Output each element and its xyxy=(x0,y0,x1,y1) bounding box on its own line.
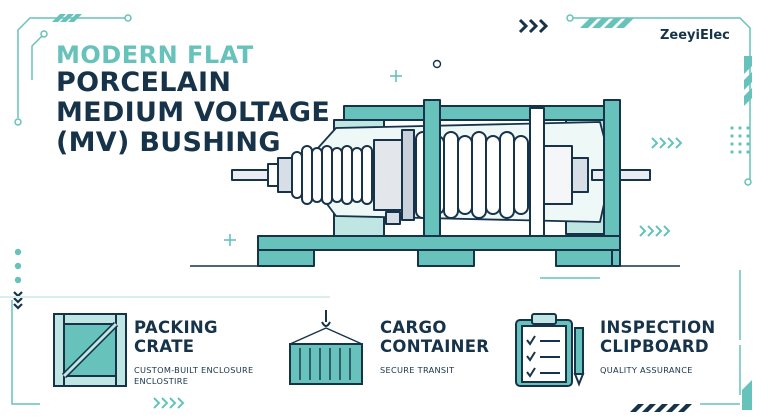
feature-subtitle: CUSTOM-BUILT ENCLOSURE ENCLOSTIRE xyxy=(134,365,254,387)
page-title: MODERN FLAT PORCELAIN MEDIUM VOLTAGE (MV… xyxy=(56,42,330,158)
title-line-1: MODERN FLAT xyxy=(56,41,254,69)
title-line-4: (MV) BUSHING xyxy=(56,127,281,158)
feature-subtitle: QUALITY ASSURANCE xyxy=(600,365,716,376)
feature-title: PACKING xyxy=(134,318,218,337)
feature-title: CONTAINER xyxy=(380,337,490,356)
title-line-3: MEDIUM VOLTAGE xyxy=(56,97,331,128)
title-line-2: PORCELAIN xyxy=(56,67,232,98)
feature-title: INSPECTION xyxy=(600,318,716,337)
feature-subtitle-line: SECURE TRANSIT xyxy=(380,365,455,375)
packing-crate-icon xyxy=(53,313,127,387)
feature-subtitle: SECURE TRANSIT xyxy=(380,365,489,376)
feature-inspection-clipboard: INSPECTION CLIPBOARD QUALITY ASSURANCE xyxy=(600,318,716,376)
feature-subtitle-line: CUSTOM-BUILT ENCLOSURE xyxy=(134,365,254,375)
feature-cargo-container: CARGO CONTAINER SECURE TRANSIT xyxy=(380,318,489,376)
feature-packing-crate: PACKING CRATE CUSTOM-BUILT ENCLOSURE ENC… xyxy=(134,318,254,387)
feature-subtitle-line: QUALITY ASSURANCE xyxy=(600,365,693,375)
feature-title: CLIPBOARD xyxy=(600,337,709,356)
feature-title: CARGO xyxy=(380,318,447,337)
cargo-container-icon xyxy=(289,310,363,385)
feature-title: CRATE xyxy=(134,337,195,356)
brand-logo-text: ZeeyiElec xyxy=(660,28,730,43)
feature-subtitle-line: ENCLOSTIRE xyxy=(134,376,189,386)
inspection-clipboard-icon xyxy=(515,313,585,387)
